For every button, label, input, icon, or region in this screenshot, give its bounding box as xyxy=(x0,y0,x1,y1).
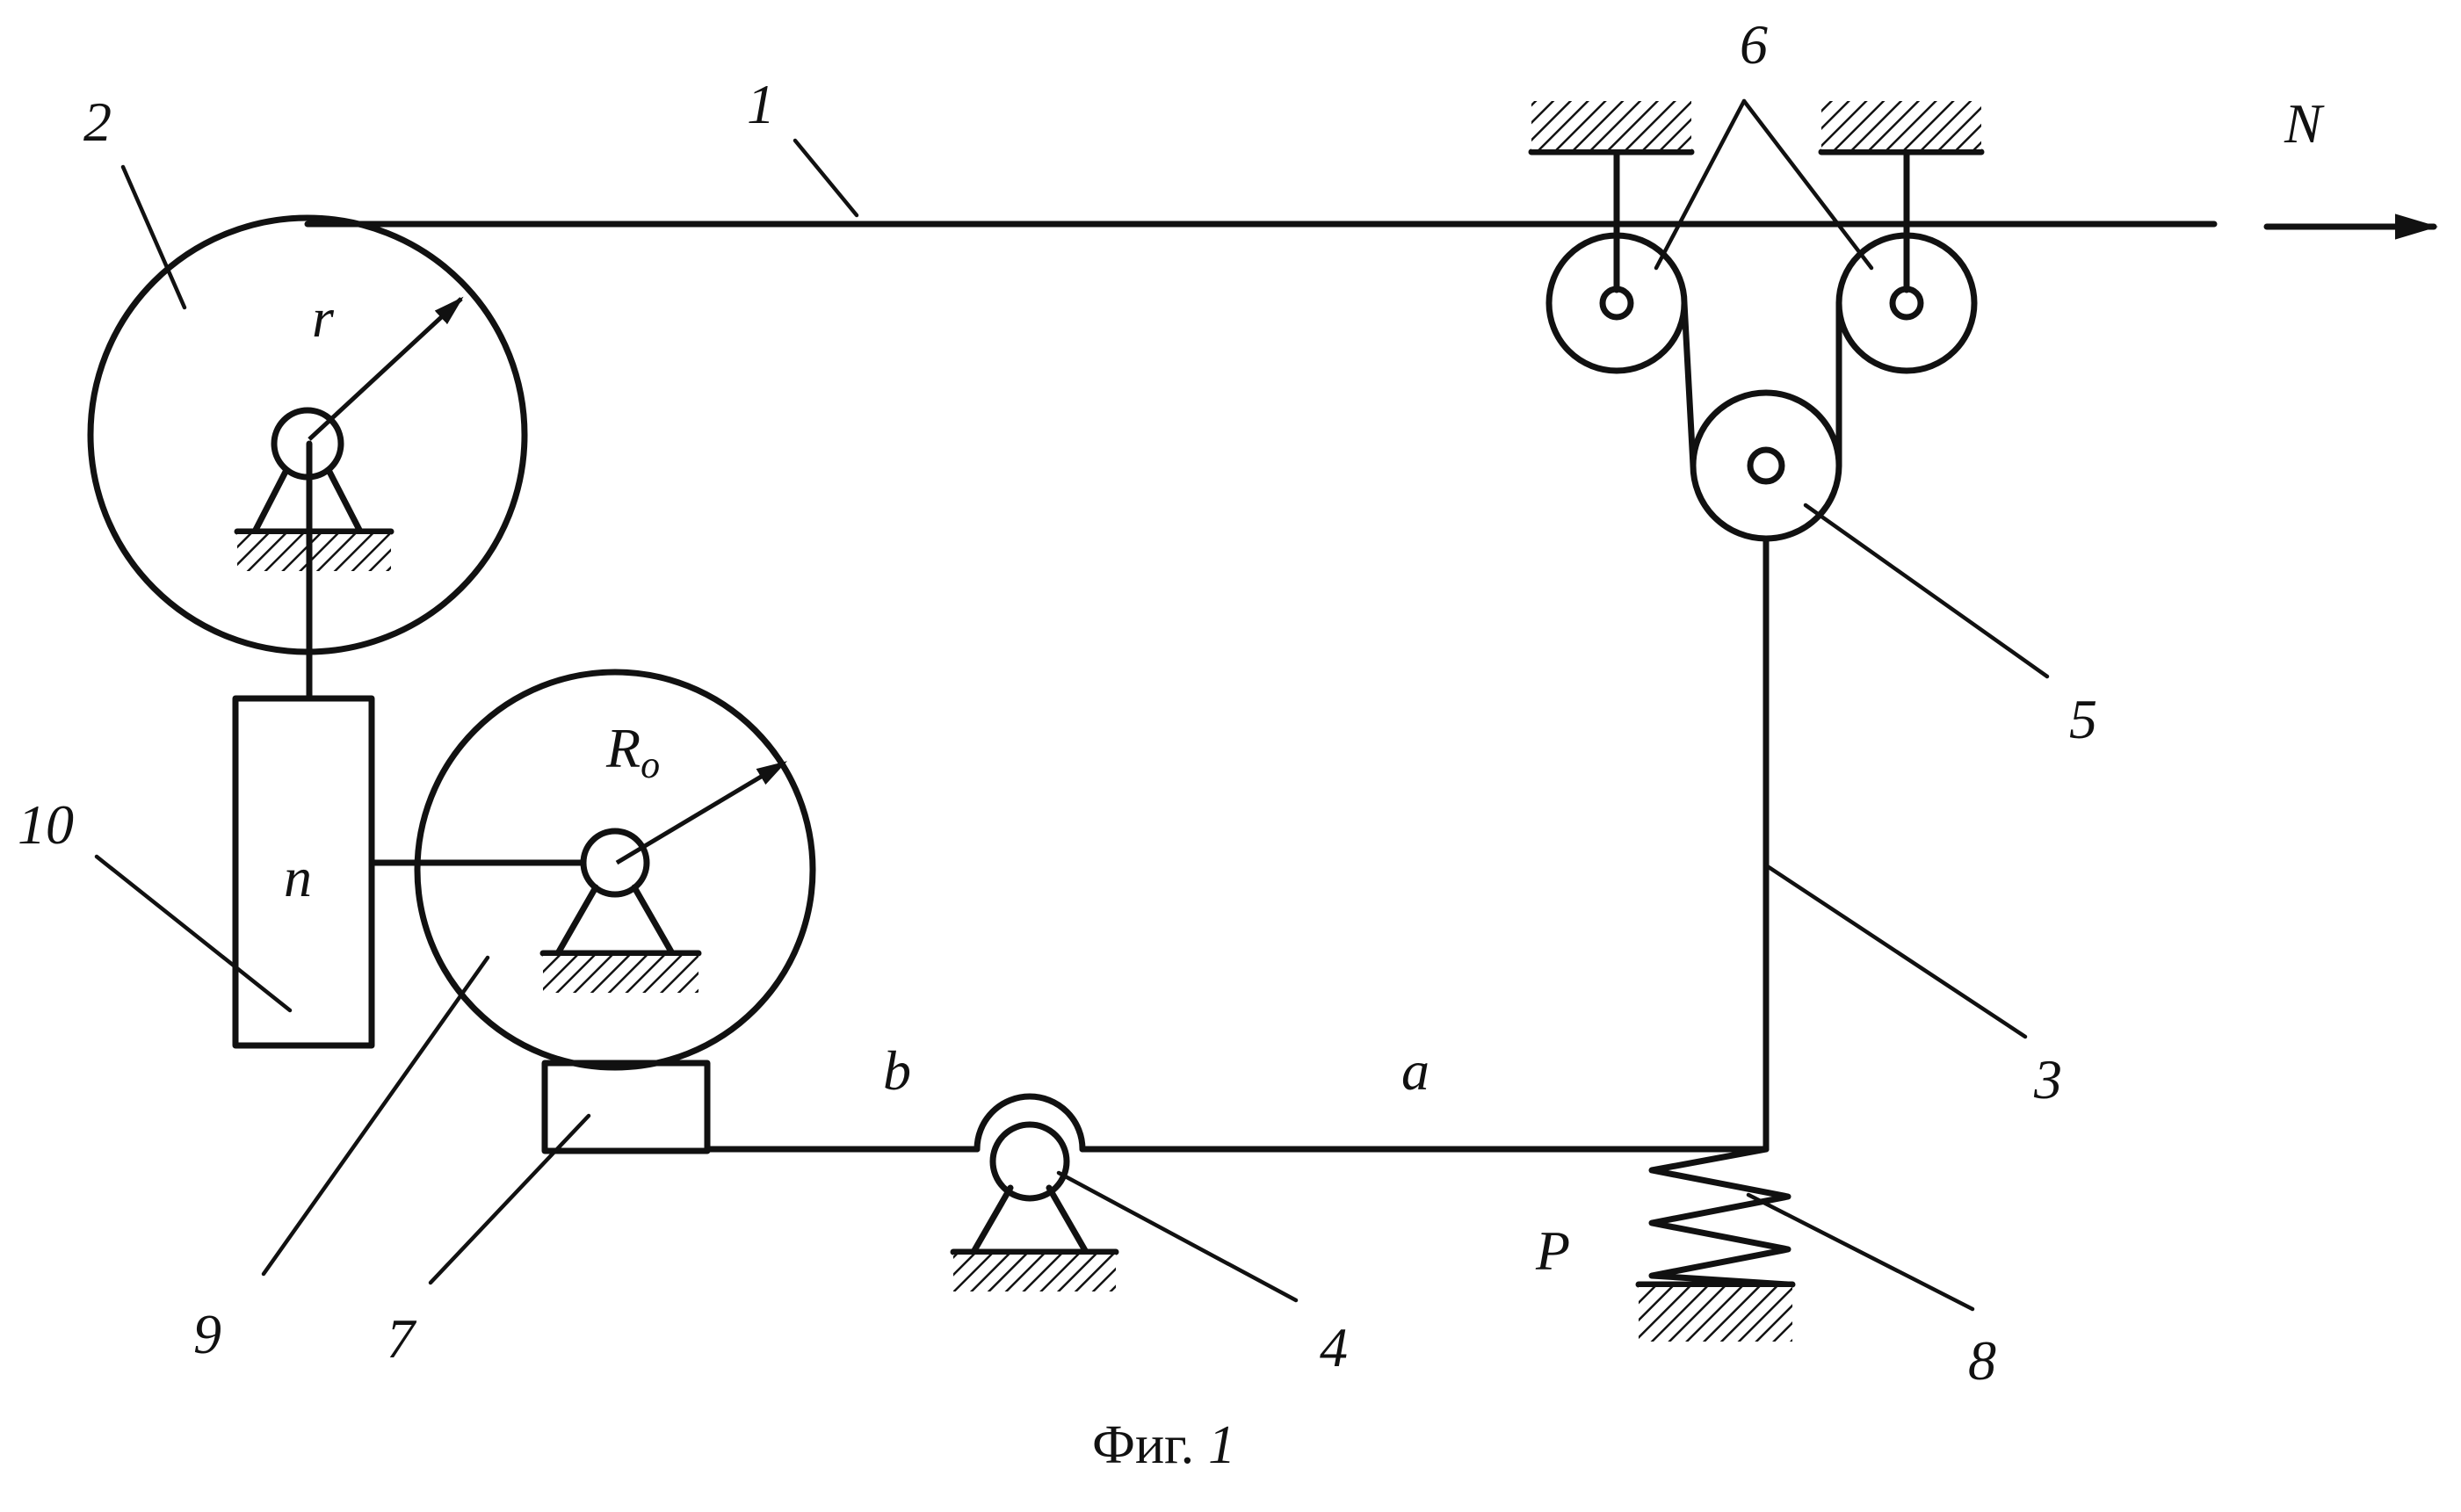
label-7: 7 xyxy=(387,1307,417,1370)
pivot-4 xyxy=(993,1125,1067,1198)
drum-9-hub xyxy=(583,831,647,894)
label-n: n xyxy=(284,846,312,908)
drum-9-support-left xyxy=(558,887,596,953)
pivot-4-support-right xyxy=(1049,1188,1086,1252)
label-P: P xyxy=(1535,1219,1570,1282)
leader-3 xyxy=(1766,865,2025,1037)
spring-8 xyxy=(1652,1149,1788,1284)
dancer-roller-5 xyxy=(1693,393,1839,539)
label-1: 1 xyxy=(747,73,775,135)
label-9: 9 xyxy=(193,1303,221,1365)
leader-5 xyxy=(1806,505,2047,676)
drum-2-support-left xyxy=(255,470,286,532)
roller-6-right-axle xyxy=(1893,289,1921,317)
label-10: 10 xyxy=(18,793,74,856)
label-4: 4 xyxy=(1320,1316,1348,1378)
leader-1 xyxy=(795,141,857,215)
roller-6-left-ground-hatch xyxy=(1531,101,1691,149)
label-6: 6 xyxy=(1740,13,1768,76)
leader-10 xyxy=(97,857,290,1010)
pivot-4-support-left xyxy=(974,1188,1010,1252)
label-3: 3 xyxy=(2033,1048,2062,1110)
label-R0: Ro xyxy=(605,717,660,786)
drum-2-support-right xyxy=(329,470,360,532)
thread-wrap-left xyxy=(1684,303,1693,466)
roller-6-right-ground-hatch xyxy=(1821,101,1981,149)
leader-7 xyxy=(431,1116,589,1283)
roller-6-left-axle xyxy=(1603,289,1631,317)
drum-2-ground-hatch xyxy=(237,534,391,571)
drum-9-ground-hatch xyxy=(543,956,698,993)
leader-2 xyxy=(123,167,185,307)
figure-caption: Фиг.1 xyxy=(1092,1415,1235,1475)
spring-8-ground-hatch xyxy=(1639,1287,1792,1342)
leader-9 xyxy=(264,958,488,1274)
label-5: 5 xyxy=(2069,688,2097,750)
label-a: a xyxy=(1401,1039,1430,1102)
pivot-4-ground-hatch xyxy=(953,1255,1116,1291)
label-b: b xyxy=(883,1039,911,1102)
drum-9-support-right xyxy=(634,887,672,953)
label-r: r xyxy=(312,286,335,349)
label-8: 8 xyxy=(1968,1329,1996,1392)
label-2: 2 xyxy=(83,90,112,153)
label-N: N xyxy=(2284,92,2325,155)
